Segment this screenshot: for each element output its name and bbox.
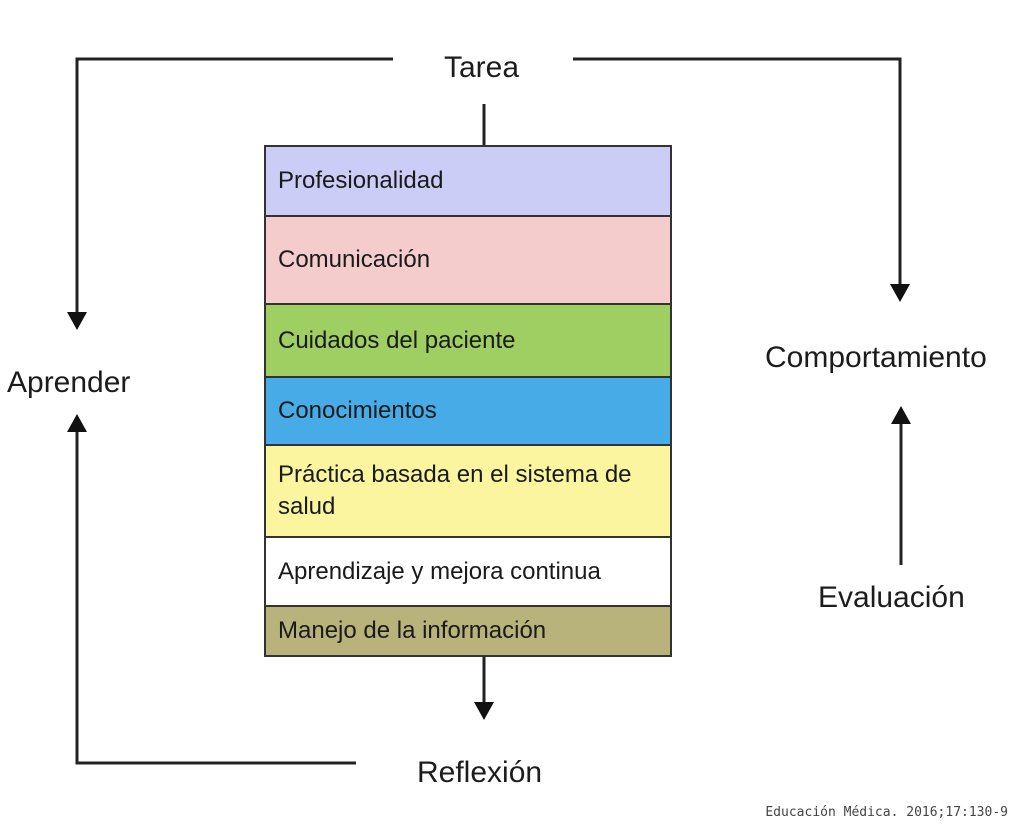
arrowhead-up-comportamiento xyxy=(891,406,911,424)
arrow-reflexion-to-aprender xyxy=(75,432,356,765)
competency-layer: Cuidados del paciente xyxy=(266,305,670,378)
citation: Educación Médica. 2016;17:130-9 xyxy=(765,805,1008,820)
node-evaluacion: Evaluación xyxy=(818,581,965,614)
competency-label: Conocimientos xyxy=(278,397,437,424)
node-comportamiento: Comportamiento xyxy=(765,341,987,374)
competency-label: Práctica basada en el sistema de salud xyxy=(278,461,632,520)
competency-layer: Profesionalidad xyxy=(266,147,670,217)
node-aprender: Aprender xyxy=(7,366,131,399)
competency-layer: Comunicación xyxy=(266,217,670,305)
competency-label: Profesionalidad xyxy=(278,167,444,194)
arrow-tarea-to-aprender xyxy=(75,57,393,312)
node-reflexion: Reflexión xyxy=(417,756,543,789)
competency-layer: Aprendizaje y mejora continua xyxy=(266,538,670,607)
arrowhead-down-aprender xyxy=(67,312,87,330)
arrowhead-down-reflexion xyxy=(474,702,494,720)
competency-label: Aprendizaje y mejora continua xyxy=(278,557,601,585)
node-tarea: Tarea xyxy=(444,51,520,84)
arrowhead-up-aprender xyxy=(67,414,87,432)
arrowhead-down-comportamiento xyxy=(890,284,910,302)
competency-layer: Práctica basada en el sistema de salud xyxy=(266,446,670,538)
competency-stack: Profesionalidad Comunicación Cuidados de… xyxy=(264,145,672,657)
competency-layer: Conocimientos xyxy=(266,378,670,446)
competency-label: Cuidados del paciente xyxy=(278,326,516,354)
competency-label: Comunicación xyxy=(278,246,431,273)
competency-label: Manejo de la información xyxy=(278,617,547,644)
arrow-tarea-to-comportamiento xyxy=(573,57,902,284)
competency-layer: Manejo de la información xyxy=(266,607,670,655)
